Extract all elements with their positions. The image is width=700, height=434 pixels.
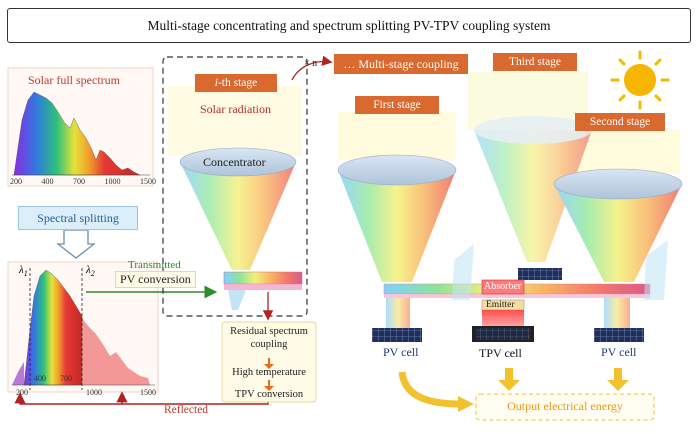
tpv-cell-label: TPV cell: [479, 346, 522, 360]
ith-beam-down: [228, 290, 246, 310]
residual-line-3: High temperature: [232, 367, 306, 378]
tick: 1000: [86, 388, 102, 397]
third-cone: [474, 130, 592, 262]
tick: 700: [60, 374, 72, 383]
second-stage-tag: Second stage: [575, 113, 665, 131]
lambda1-label: λ1: [19, 264, 28, 279]
third-lens: [474, 116, 592, 144]
tick: 1000: [104, 177, 121, 186]
absorber-label: Absorber: [484, 281, 522, 292]
tick: 1500: [140, 177, 156, 186]
pv-cell-right-panel: [594, 328, 644, 342]
page-title: Multi-stage concentrating and spectrum s…: [7, 8, 691, 43]
emitter-label: Emitter: [486, 300, 515, 310]
residual-arrow-1: [264, 358, 274, 369]
second-beam: [604, 298, 630, 328]
yellow-arrowhead-left: [458, 396, 474, 412]
pv-cell-left-label: PV cell: [383, 345, 419, 359]
first-mirror: [452, 244, 474, 300]
third-stage-tag: Third stage: [493, 53, 577, 71]
ith-stage-tag: i-th stage: [195, 74, 277, 92]
yellow-arrowhead-right: [607, 380, 629, 391]
concentrator-label: Concentrator: [203, 155, 266, 169]
pv-conversion-label: PV conversion: [115, 271, 196, 288]
second-mirror: [644, 240, 668, 300]
first-stage-tag: First stage: [355, 96, 439, 114]
multi-stage-tag: … Multi-stage coupling: [334, 54, 468, 74]
pv-cell-right-label: PV cell: [601, 345, 637, 359]
tick: 700: [73, 177, 85, 186]
output-box: [475, 393, 655, 421]
absorber-block: [481, 279, 525, 295]
residual-line-2: coupling: [250, 339, 288, 350]
solar-radiation-glow: [168, 86, 302, 156]
residual-arrow-2: [264, 380, 274, 391]
yellow-arrow-left: [398, 371, 461, 408]
reflected-band-left: [12, 362, 24, 385]
full-spectrum-label: Solar full spectrum: [28, 73, 120, 87]
tpv-red-beam: [482, 310, 524, 326]
tick: 400: [41, 177, 54, 186]
reflected-label: Reflected: [164, 404, 209, 416]
ith-splitter-base: [224, 284, 302, 290]
third-pv-cell: [518, 268, 562, 280]
residual-line-1: Residual spectrum: [230, 326, 308, 337]
reflected-band-right: [82, 318, 150, 385]
first-beam: [386, 298, 410, 328]
full-spectrum-curve: [13, 91, 141, 176]
tick: 400: [34, 374, 46, 383]
spectral-splitting-label: Spectral splitting: [18, 206, 138, 230]
second-cone: [554, 184, 682, 282]
lambda2-label: λ2: [86, 264, 95, 279]
ith-cone: [180, 162, 296, 270]
yellow-arrow-right-shaft: [614, 368, 622, 380]
tpv-cell-grid: [476, 328, 530, 340]
first-cone: [338, 170, 456, 282]
yellow-arrowhead-mid: [498, 380, 520, 391]
yellow-arrow-mid-shaft: [505, 368, 513, 380]
second-lens: [553, 168, 683, 200]
tick: 200: [10, 177, 22, 186]
tick: 200: [16, 388, 28, 397]
first-lens: [337, 154, 457, 186]
solar-radiation-label: Solar radiation: [200, 102, 271, 116]
residual-line-4: TPV conversion: [234, 389, 304, 400]
pv-cell-left-panel: [372, 328, 422, 342]
ith-splitter: [223, 271, 303, 285]
first-glow: [338, 112, 456, 160]
ith-concentrator-lens: [179, 147, 297, 177]
coupling-bar-base: [384, 294, 650, 298]
output-label: Output electrical energy: [507, 399, 623, 413]
transmitted-label: Transmitted: [128, 259, 181, 271]
tick: 1500: [140, 388, 156, 397]
full-spectrum-ticks: 200 400 700 1000 1500: [10, 177, 156, 186]
sun-icon: [610, 50, 670, 110]
times-n-label: × n: [304, 58, 318, 69]
splitting-down-arrow: [56, 229, 96, 259]
times-n-arrow: [291, 55, 333, 81]
